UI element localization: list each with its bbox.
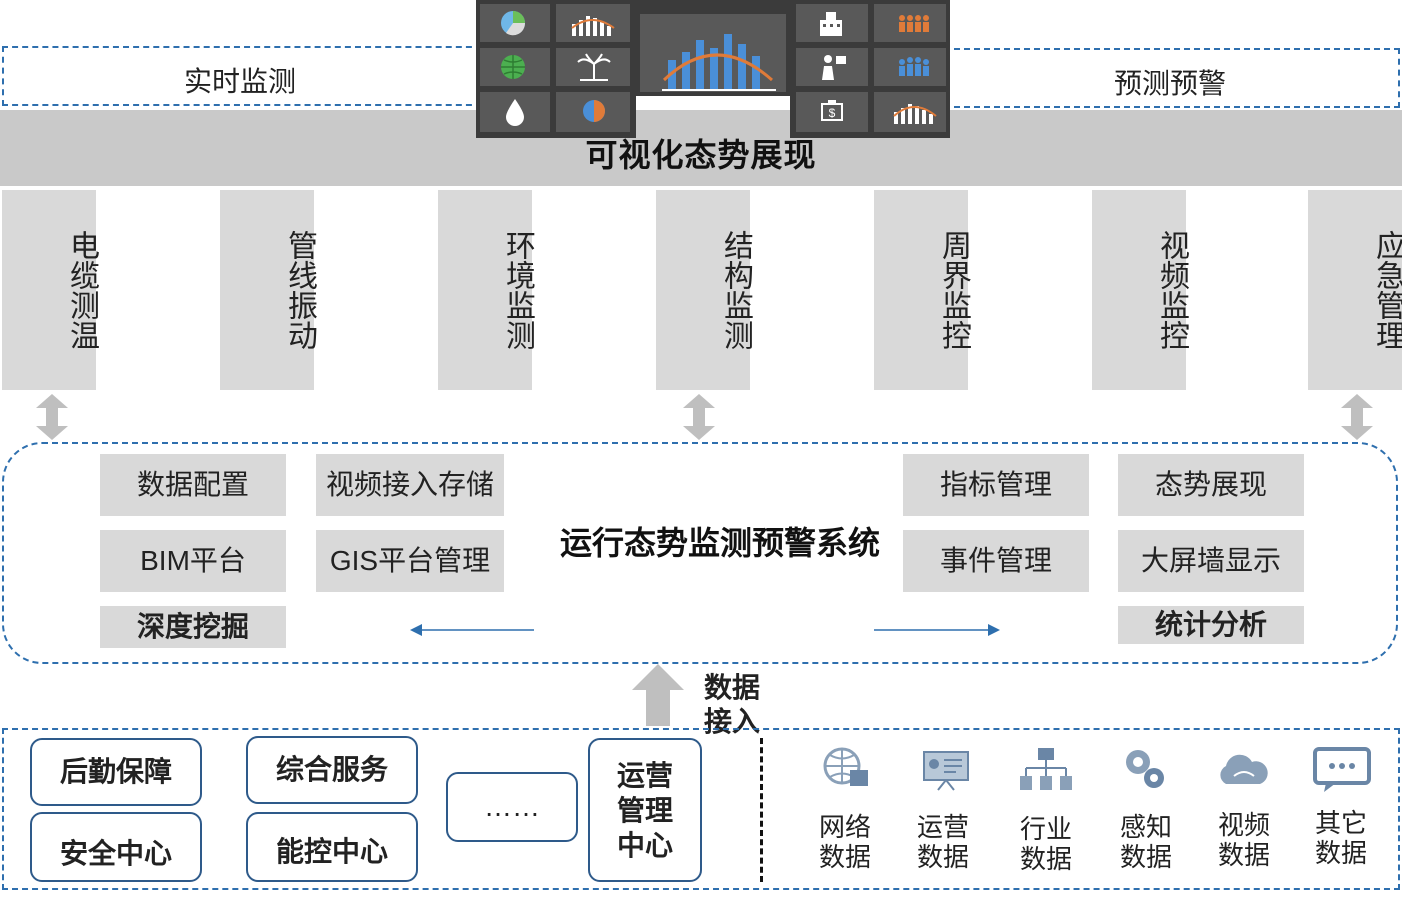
tile-bim-platform: BIM平台: [100, 530, 286, 592]
column-label: 电缆测温: [65, 230, 98, 350]
column-label: 管线振动: [283, 230, 316, 350]
ops-line-1: 运营: [616, 760, 673, 791]
people-icon: [899, 15, 929, 32]
up-arrow-icon: [632, 664, 684, 726]
palm-tree-icon: [577, 53, 611, 81]
visualization-title: 可视化态势展现: [585, 137, 817, 173]
double-arrow-icon: [36, 394, 68, 440]
source-operations-label-2: 数据: [916, 842, 969, 872]
data-access-label-2: 接入: [704, 706, 761, 737]
center-integrated-service: 综合服务: [246, 736, 418, 804]
center-energy-control: 能控中心: [246, 812, 418, 882]
source-network-label-2: 数据: [818, 842, 871, 872]
tile-gis-management: GIS平台管理: [316, 530, 504, 592]
ops-line-3: 中心: [616, 830, 673, 861]
left-arrow-icon: [410, 624, 534, 636]
tile-indicator-management: 指标管理: [903, 454, 1089, 516]
column-environment-monitoring: 环境监测: [438, 190, 534, 390]
column-label: 周界监控: [937, 230, 970, 350]
building-icon: [820, 12, 842, 36]
right-arrow-icon: [874, 624, 1000, 636]
pie-chart-small-icon: [583, 100, 605, 122]
person-presenting-icon: [822, 55, 846, 80]
column-cable-temperature: 电缆测温: [2, 190, 98, 390]
column-label: 视频监控: [1155, 230, 1188, 350]
bar-chart-icon: [571, 16, 615, 36]
tile-statistical-analysis: 统计分析: [1118, 606, 1304, 644]
presentation-icon: [923, 751, 969, 791]
tile-data-config: 数据配置: [100, 454, 286, 516]
money-bag-icon: $: [821, 100, 843, 121]
crowd-icon: [899, 57, 929, 76]
column-label: 应急管理: [1371, 230, 1402, 350]
pie-chart-icon: [501, 11, 526, 36]
source-video-label-1: 视频: [1217, 810, 1270, 840]
network-icon: [823, 747, 868, 786]
tile-video-storage: 视频接入存储: [316, 454, 504, 516]
source-other-label-2: 数据: [1314, 838, 1367, 868]
center-logistics: 后勤保障: [30, 738, 202, 806]
source-other-label-1: 其它: [1314, 808, 1367, 838]
system-title: 运行态势监测预警系统: [559, 525, 880, 561]
column-structure-monitoring: 结构监测: [656, 190, 752, 390]
source-video-label-2: 数据: [1217, 840, 1270, 870]
double-arrow-icon: [1341, 394, 1373, 440]
source-industry-label-1: 行业: [1019, 814, 1072, 844]
column-video-surveillance: 视频监控: [1092, 190, 1188, 390]
gears-icon: [1126, 750, 1164, 788]
bar-chart-curve-icon: [662, 34, 776, 91]
source-sensing-label-1: 感知: [1119, 812, 1172, 842]
tile-big-screen-display: 大屏墙显示: [1118, 530, 1304, 592]
svg-text:$: $: [829, 106, 836, 120]
double-arrow-icon: [683, 394, 715, 440]
center-ellipsis: ……: [446, 772, 578, 842]
column-pipeline-vibration: 管线振动: [220, 190, 316, 390]
visualization-band: [0, 110, 1402, 186]
center-operations: 运营 管理 中心: [588, 738, 702, 882]
water-drop-icon: [506, 99, 524, 126]
source-network-label-1: 网络: [818, 812, 871, 842]
column-label: 结构监测: [719, 230, 752, 350]
column-perimeter-control: 周界监控: [874, 190, 970, 390]
source-industry-label-2: 数据: [1019, 844, 1072, 874]
forecast-warning-label: 预测预警: [1113, 68, 1226, 99]
cloud-icon: [1220, 754, 1268, 784]
ops-line-2: 管理: [616, 795, 673, 826]
tile-situation-display: 态势展现: [1118, 454, 1304, 516]
system-box: [2, 442, 1398, 664]
message-icon: [1313, 747, 1371, 792]
bar-chart-line-icon: [893, 104, 937, 124]
center-security: 安全中心: [30, 812, 202, 882]
tile-deep-mining: 深度挖掘: [100, 606, 286, 648]
realtime-monitor-label: 实时监测: [183, 66, 296, 97]
source-operations-label-1: 运营: [916, 812, 969, 842]
data-source-box: [2, 728, 1400, 890]
data-access-label-1: 数据: [704, 672, 761, 703]
tile-event-management: 事件管理: [903, 530, 1089, 592]
hierarchy-icon: [1020, 748, 1072, 790]
column-label: 环境监测: [501, 230, 534, 350]
source-sensing-label-2: 数据: [1119, 842, 1172, 872]
vertical-divider: [760, 738, 763, 882]
column-emergency-management: 应急管理: [1308, 190, 1402, 390]
globe-icon: [501, 55, 525, 79]
